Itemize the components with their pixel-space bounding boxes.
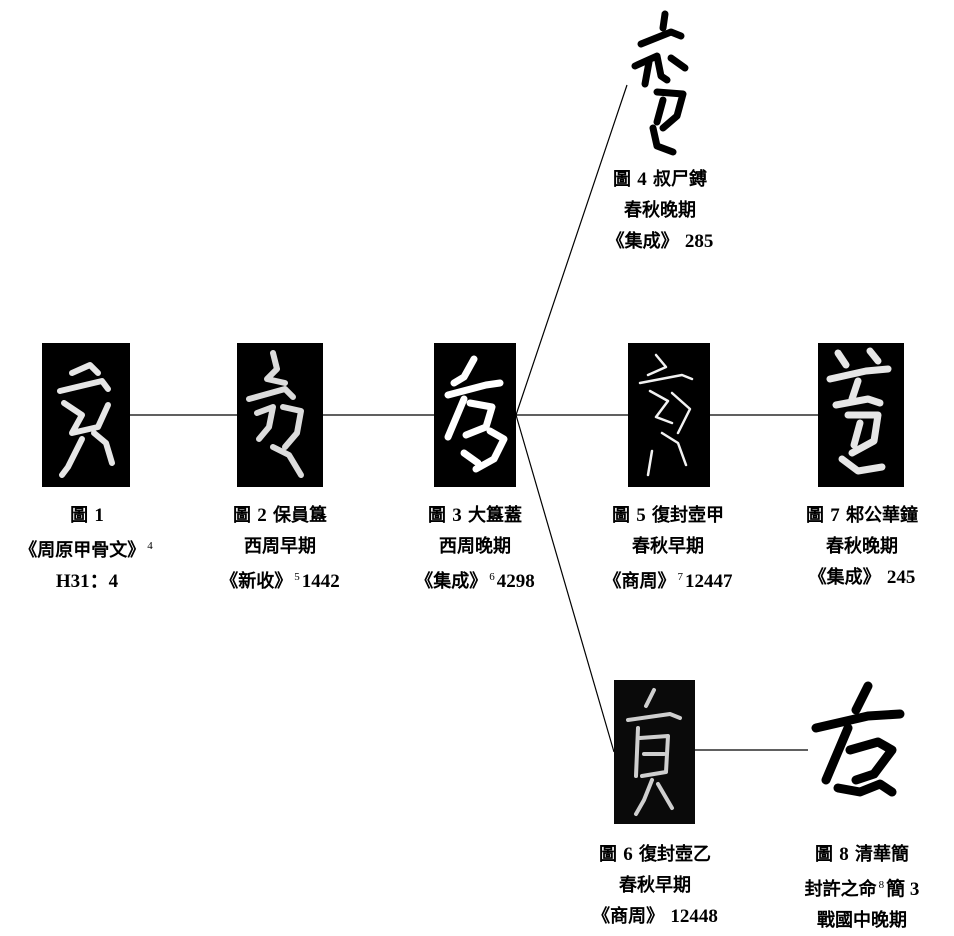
fig6-source-line: 《商周》 12448 [592,906,718,927]
fig2-glyph-image [237,343,323,487]
fig4-period-line: 春秋晚期 [624,200,696,221]
fig2-period-line: 西周早期 [244,536,316,557]
fig6-title-line: 圖 6 復封壺乙 [598,844,712,865]
connector-3-4 [515,84,628,416]
fig8-period-line: 戰國中晚期 [816,910,907,931]
fig4-source-line: 《集成》 285 [606,231,714,252]
fig4-title-line: 圖 4 叔尸鎛 [612,169,708,190]
fig5-glyph-image [628,343,710,487]
fig3-title-line: 圖 3 大簋蓋 [427,505,523,526]
fig2-title-line: 圖 2 保員簋 [232,505,328,526]
fig6-glyph-image [614,680,695,824]
fig7-glyph-image [818,343,904,487]
fig8-glyph-image [808,680,908,810]
fig6-caption: 圖 6 復封壺乙 春秋早期 《商周》 12448 [592,839,718,932]
fig1-ref-line: H31：4 [55,571,119,592]
fig4-glyph-image [627,10,693,160]
fig7-caption: 圖 7 邾公華鐘 春秋晚期 《集成》 245 [806,500,918,593]
fig5-title-line: 圖 5 復封壺甲 [611,505,725,526]
fig1-source-line: 《周原甲骨文》4 [19,540,153,561]
fig7-title-line: 圖 7 邾公華鐘 [805,505,919,526]
fig7-source-line: 《集成》 245 [808,567,916,588]
fig1-caption: 圖 1 《周原甲骨文》4 H31：4 [19,500,155,597]
fig4-caption: 圖 4 叔尸鎛 春秋晚期 《集成》 285 [607,164,714,257]
fig1-title-line: 圖 1 [70,505,104,526]
fig6-period-line: 春秋早期 [619,875,691,896]
fig3-glyph-image [434,343,516,487]
fig8-title-line: 圖 8 清華簡 [814,844,910,865]
fig3-period-line: 西周晚期 [439,536,511,557]
fig5-period-line: 春秋早期 [632,536,704,557]
fig7-period-line: 春秋晚期 [826,536,898,557]
fig1-glyph-image [42,343,130,487]
connector-3-6 [515,414,615,753]
